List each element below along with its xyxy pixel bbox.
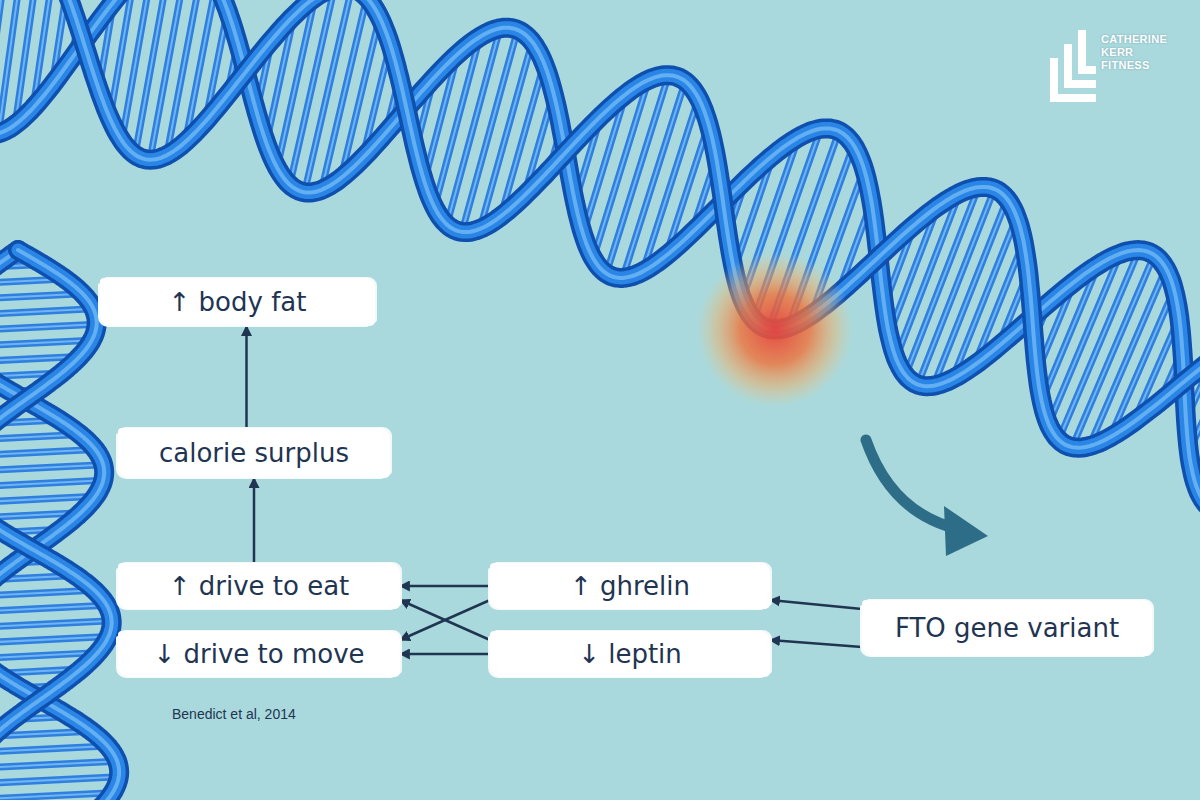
- curved-arrow-head: [944, 506, 988, 556]
- side-helix-rung-shine: [0, 746, 108, 752]
- side-helix-strand-fill: [0, 250, 119, 800]
- flow-arrow: [770, 640, 862, 647]
- flow-arrow: [400, 600, 490, 640]
- node-text: ↑ body fat: [169, 287, 307, 317]
- side-helix-strand-fill: [0, 250, 112, 800]
- side-helix-rung: [0, 465, 103, 472]
- node-text: ↓ leptin: [578, 639, 682, 669]
- side-helix-rung-shine: [0, 309, 93, 316]
- node-text: ↑ ghrelin: [570, 571, 690, 601]
- flow-arrow: [253, 478, 256, 563]
- side-helix-rung: [0, 746, 108, 752]
- side-helix-rung: [0, 324, 97, 331]
- side-helix-rung: [0, 777, 119, 784]
- main-helix-strand-fill: [0, 0, 1200, 448]
- side-helix-rung: [0, 309, 93, 316]
- side-helix-rung-shine: [0, 777, 119, 784]
- node-text: FTO gene variant: [895, 613, 1119, 643]
- logo-bar: [1078, 66, 1096, 74]
- side-helix-rung: [0, 621, 112, 628]
- side-helix-strand-shine: [0, 250, 119, 800]
- citation: Benedict et al, 2014: [172, 706, 296, 722]
- logo-bar: [1050, 94, 1096, 102]
- brush-label-box: ↑ ghrelin: [490, 563, 770, 609]
- flow-arrow: [245, 326, 248, 428]
- flow-arrow: [400, 600, 490, 640]
- logo-text: CATHERINE KERR FITNESS: [1101, 33, 1167, 72]
- side-helix-rung-shine: [0, 621, 112, 628]
- brush-label-box: ↓ leptin: [490, 631, 770, 677]
- brush-label-box: ↑ body fat: [100, 278, 375, 326]
- side-helix-rung: [0, 761, 117, 768]
- brush-label-box: ↓ drive to move: [118, 631, 400, 677]
- flow-arrow: [400, 585, 490, 588]
- side-helix-rung-shine: [0, 449, 95, 456]
- side-helix-rung: [0, 605, 107, 612]
- main-helix-strand-shine: [0, 0, 1200, 448]
- side-helix-rung-shine: [0, 636, 109, 643]
- side-helix-rung-shine: [0, 605, 107, 612]
- side-helix-rung-shine: [0, 761, 117, 768]
- node-text: ↓ drive to move: [153, 639, 364, 669]
- side-helix-strand: [0, 250, 119, 800]
- brush-label-box: calorie surplus: [118, 428, 390, 478]
- logo-bar: [1064, 80, 1096, 88]
- side-helix-rung: [0, 480, 103, 487]
- side-helix-strand: [0, 250, 112, 800]
- brush-label-box: ↑ drive to eat: [118, 563, 400, 609]
- side-helix-strand-shine: [0, 250, 112, 800]
- brush-label-box: FTO gene variant: [862, 600, 1152, 656]
- side-helix-rung: [0, 449, 95, 456]
- flow-arrow: [770, 600, 862, 609]
- side-helix-rung-shine: [0, 465, 103, 472]
- logo-icon: [1050, 30, 1096, 102]
- main-helix-strand: [0, 0, 1200, 448]
- node-text: calorie surplus: [159, 438, 349, 468]
- side-helix-rung-shine: [0, 324, 97, 331]
- gene-highlight: [697, 251, 853, 407]
- node-text: ↑ drive to eat: [169, 571, 350, 601]
- side-helix-rung: [0, 636, 109, 643]
- flow-arrow: [400, 653, 490, 656]
- side-helix-rung-shine: [0, 480, 103, 487]
